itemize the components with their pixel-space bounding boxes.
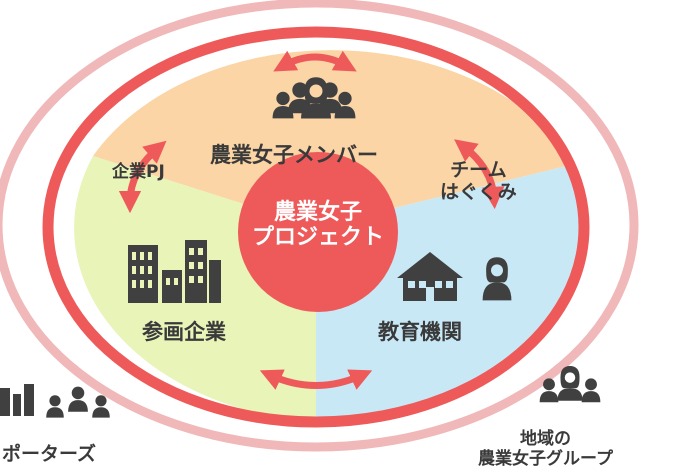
local-groups-line1: 地域の (519, 429, 571, 449)
education-label: 教育機関 (378, 320, 462, 344)
companies-label: 参画企業 (142, 320, 226, 344)
school-icon (397, 252, 512, 301)
arrow-education (454, 139, 505, 210)
local-groups-label: 地域の 農業女子グループ (478, 429, 613, 469)
supporters-label: ポーターズ (2, 443, 97, 465)
local-groups-line2: 農業女子グループ (478, 448, 613, 469)
center-label-line2: プロジェクト (251, 225, 384, 251)
arrow-companies (118, 140, 167, 214)
outer-ring (0, 0, 639, 452)
link-education-line2: はぐくみ (440, 180, 517, 203)
members-label: 農業女子メンバー (210, 143, 378, 167)
arrow-members-top (273, 50, 357, 72)
people-group-icon (272, 77, 356, 119)
link-education-line1: チーム (450, 159, 507, 181)
center-circle (238, 152, 398, 312)
center-label-line1: 農業女子 (273, 200, 362, 225)
inner-ring (42, 26, 590, 428)
people-group-icon (539, 366, 601, 403)
buildings-icon (128, 240, 221, 303)
link-education-label: チーム はぐくみ (440, 159, 517, 204)
buildings-people-icon (0, 384, 110, 418)
center-label: 農業女子 プロジェクト (248, 200, 388, 251)
link-companies-label: 企業PJ (112, 162, 165, 182)
arrow-bottom (259, 369, 373, 390)
